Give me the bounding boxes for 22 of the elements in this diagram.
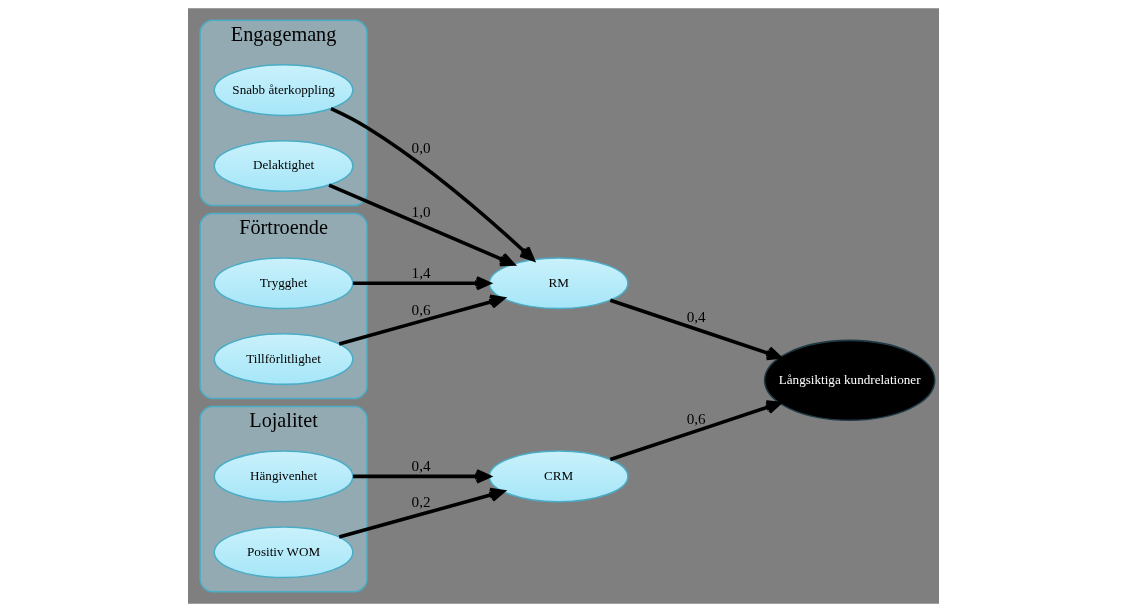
arrow <box>329 107 535 262</box>
arrow <box>327 183 515 267</box>
arrow <box>338 294 505 346</box>
arrow <box>338 487 505 539</box>
node-ellipse: Positiv WOM <box>213 526 354 579</box>
node-ellipse: Delaktighet <box>213 139 354 192</box>
edge-label: 1,4 <box>411 264 431 282</box>
node-ellipse: Snabb återkoppling <box>213 64 354 117</box>
edge-label: 0,4 <box>686 307 706 325</box>
node-ellipse: Trygghet <box>213 257 354 310</box>
edge-label: 0,4 <box>411 457 431 475</box>
arrow <box>352 276 491 291</box>
arrow <box>352 469 491 484</box>
node-ellipse: Hängivenhet <box>213 450 354 503</box>
edge-label: 0,6 <box>411 300 431 318</box>
edge-label: 0,0 <box>411 138 431 156</box>
arrow <box>609 400 781 462</box>
edge-label: 1,0 <box>411 202 431 220</box>
edge-label: 0,6 <box>686 409 706 427</box>
edge-label: 0,2 <box>411 492 431 510</box>
arrow <box>609 298 782 361</box>
node-ellipse: Tillförlitlighet <box>213 333 354 386</box>
